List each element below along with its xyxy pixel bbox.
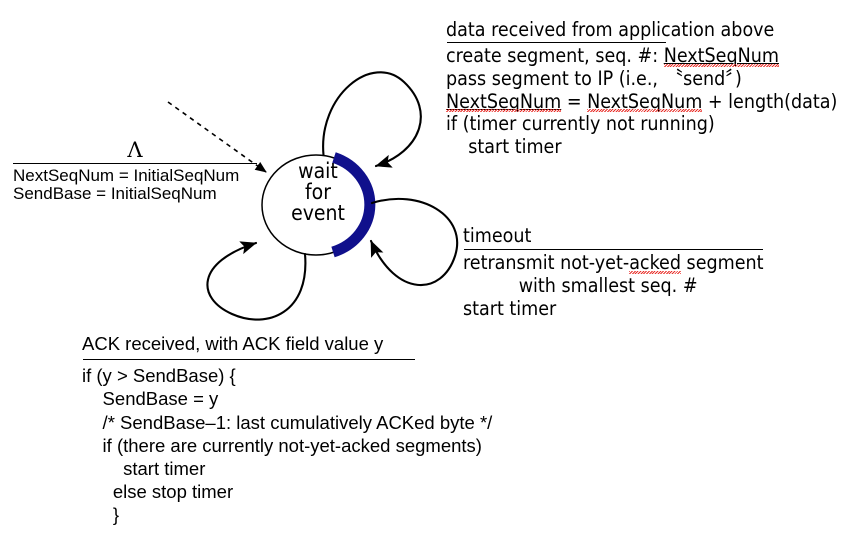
transition-label-timeout: timeout retransmit not-yet-acked segment… [463,224,764,320]
timeout-divider-rule [464,248,763,250]
ack-received-action-line-4: if (there are currently not-yet-acked se… [82,434,482,456]
nextseqnum-token-rhs: NextSeqNum [587,89,703,113]
state-highlight-arc [331,152,376,258]
ack-received-action-line-1: if (y > SendBase) { [82,365,236,387]
data-received-action-line-3: NextSeqNum = NextSeqNum + length(data) [446,89,838,113]
init-action-line-1: NextSeqNum = InitialSeqNum [13,165,240,185]
ack-received-action-line-7: } [82,503,120,525]
ack-received-divider-rule [83,359,415,361]
ack-received-event: ACK received, with ACK field value y [82,333,384,355]
timeout-action-line-2: with smallest seq. # [463,273,698,297]
ack-received-action-line-5: start timer [82,457,206,479]
timeout-action-line-1: retransmit not-yet-acked segment [463,251,764,275]
nextseqnum-token: NextSeqNum [663,44,780,68]
data-received-action-line-4: if (timer currently not running) [446,112,715,136]
transition-label-data-received: data received from application above cre… [446,18,837,158]
data-received-action-line-5: start timer [446,135,562,159]
data-received-action-line-2: pass segment to IP (i.e., 〝send〞) [446,66,742,90]
init-action-line-2: SendBase = InitialSeqNum [13,183,217,203]
self-loop-data-received [322,71,422,168]
init-transition-label: Λ NextSeqNum = InitialSeqNum SendBase = … [13,140,257,202]
timeout-action-line-3: start timer [463,296,557,320]
data-received-event: data received from application above [446,17,775,41]
state-label: wait for event [287,161,349,224]
data-received-divider-rule [447,41,666,43]
state-label-line-3: event [291,201,345,225]
state-label-line-1: wait [298,159,338,183]
init-dashed-arrow [167,101,267,173]
data-received-action-line-1: create segment, seq. #: NextSeqNum [446,44,780,68]
timeout-event: timeout [463,223,532,247]
acked-token: acked [629,251,681,275]
init-event-lambda: Λ [127,138,143,162]
self-loop-timeout [369,197,458,287]
state-label-line-2: for [305,180,331,204]
ack-received-action-line-3: /* SendBase–1: last cumulatively ACKed b… [82,411,493,433]
nextseqnum-token-lhs: NextSeqNum [446,89,562,113]
transition-label-ack-received: ACK received, with ACK field value y if … [82,333,492,527]
self-loop-ack-received [206,241,307,321]
ack-received-action-line-6: else stop timer [82,480,234,502]
ack-received-action-line-2: SendBase = y [82,388,219,410]
init-divider-rule [13,163,257,164]
